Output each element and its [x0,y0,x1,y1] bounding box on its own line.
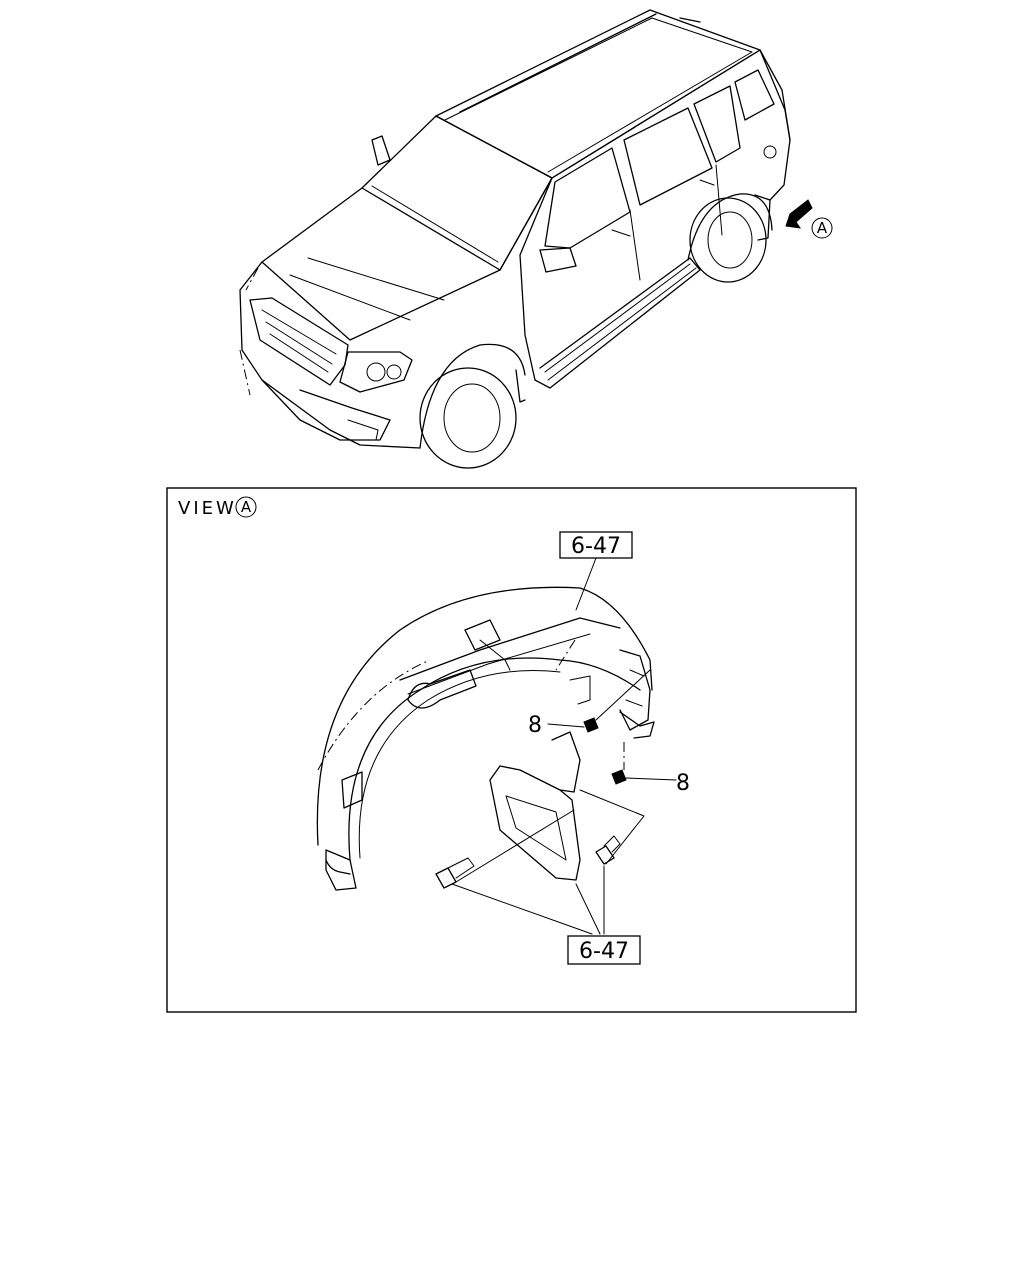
callout-clip-right: 8 [676,771,690,796]
bolt-left [435,857,475,889]
leader-lines [451,557,677,935]
wheel-liner-illustration [316,586,655,891]
callout-ref-top-text: 6-47 [571,534,621,559]
bolt-right [595,835,621,865]
view-marker-letter: A [817,219,828,237]
view-marker-circle [811,217,833,239]
vehicle-illustration [239,9,791,469]
callout-ref-bottom-text: 6-47 [579,939,629,964]
mudflap-illustration [489,731,581,881]
detail-view-letter: A [241,498,252,516]
callout-clip-left: 8 [528,713,542,738]
clip-upper [583,717,599,733]
detail-view-label: VIEW [178,498,237,519]
callout-ref-bottom: 6-47 [567,935,641,965]
view-arrow-marker: A [785,199,833,239]
callout-ref-top: 6-47 [559,531,633,559]
clip-lower [611,769,627,785]
view-arrow-icon [785,199,813,229]
detail-view-heading: VIEW A [178,496,257,519]
detail-view-marker-circle [235,496,257,518]
detail-view-frame [166,487,857,1013]
